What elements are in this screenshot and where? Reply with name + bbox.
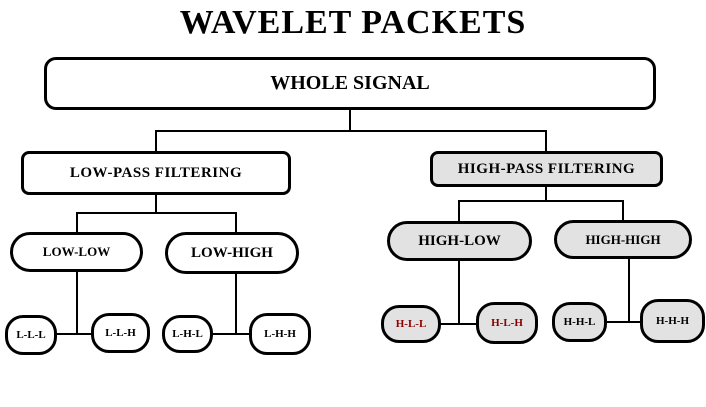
connector-to-high-pass <box>545 130 547 152</box>
high-pass-label: HIGH-PASS FILTERING <box>457 160 636 177</box>
connector-root-down <box>349 110 351 132</box>
low-low-node: LOW-LOW <box>10 232 143 272</box>
leaf-h-l-h: H-L-H <box>476 302 538 344</box>
connector-low-low-leaves <box>55 333 93 335</box>
connector-low-pass-down <box>155 194 157 214</box>
connector-to-high-low <box>458 200 460 222</box>
low-high-label: LOW-HIGH <box>191 244 273 261</box>
leaf-h-l-h-label: H-L-H <box>491 317 523 329</box>
connector-high-low-leaves <box>439 323 478 325</box>
high-low-node: HIGH-LOW <box>387 221 532 261</box>
leaf-h-h-l: H-H-L <box>552 302 607 342</box>
high-pass-node: HIGH-PASS FILTERING <box>430 151 663 187</box>
high-low-label: HIGH-LOW <box>418 232 501 249</box>
connector-to-low-high <box>235 212 237 234</box>
leaf-l-l-h-label: L-L-H <box>105 327 136 339</box>
connector-high-pass-down <box>545 186 547 202</box>
leaf-h-h-h-label: H-H-H <box>656 315 689 327</box>
leaf-l-l-h: L-L-H <box>91 313 150 353</box>
diagram-title: WAVELET PACKETS <box>179 4 527 41</box>
connector-low-high-stem <box>235 272 237 334</box>
connector-low-low-stem <box>76 270 78 334</box>
connector-high-pass-bar <box>458 200 624 202</box>
connector-high-high-leaves <box>605 321 642 323</box>
leaf-l-h-l-label: L-H-L <box>172 328 203 340</box>
leaf-l-h-h-label: L-H-H <box>264 328 296 340</box>
leaf-h-h-l-label: H-H-L <box>563 316 596 328</box>
whole-signal-node: WHOLE SIGNAL <box>44 57 656 110</box>
connector-to-low-low <box>76 212 78 234</box>
connector-low-pass-bar <box>76 212 237 214</box>
leaf-l-l-l: L-L-L <box>5 315 57 355</box>
leaf-h-l-l: H-L-L <box>381 305 441 343</box>
low-pass-label: LOW-PASS FILTERING <box>69 164 243 181</box>
whole-signal-label: WHOLE SIGNAL <box>270 72 430 94</box>
connector-to-high-high <box>622 200 624 222</box>
connector-high-high-stem <box>628 258 630 322</box>
leaf-l-h-h: L-H-H <box>249 313 311 355</box>
high-high-label: HIGH-HIGH <box>585 231 661 247</box>
connector-root-bar <box>155 130 547 132</box>
high-high-node: HIGH-HIGH <box>554 220 692 259</box>
leaf-h-l-l-label: H-L-L <box>395 318 427 330</box>
connector-high-low-stem <box>458 260 460 324</box>
leaf-l-l-l-label: L-L-L <box>16 329 46 341</box>
low-low-label: LOW-LOW <box>42 244 111 259</box>
connector-to-low-pass <box>155 130 157 152</box>
connector-low-high-leaves <box>211 333 253 335</box>
low-pass-node: LOW-PASS FILTERING <box>21 151 291 195</box>
low-high-node: LOW-HIGH <box>165 232 299 274</box>
leaf-h-h-h: H-H-H <box>640 299 705 343</box>
leaf-l-h-l: L-H-L <box>162 315 213 353</box>
